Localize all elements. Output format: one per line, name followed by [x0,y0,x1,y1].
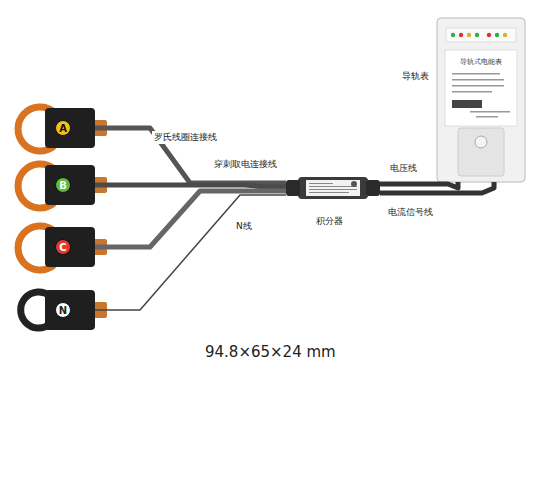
meter-title: 导轨式电能表 [460,57,502,67]
cable-label: 罗氏线圈连接线 [152,131,219,144]
integrator-box: 积分器 [286,177,380,199]
rail-meter-body [437,18,525,182]
cable [95,185,286,187]
rail-meter: 导轨式电能表导轨表 [437,18,525,182]
cable [380,182,494,193]
phase-letter: B [55,177,71,193]
part-name: 积分器 [314,215,345,228]
clamp-body: N [45,290,95,330]
phase-letter: A [55,120,71,136]
phase-letter: C [55,239,71,255]
clamp-body: A [45,108,95,148]
dimension: 94.8×65×24 mm [203,343,338,362]
cable [95,128,286,183]
cable [95,195,286,310]
clamp-body: C [45,227,95,267]
cable-label: N线 [234,220,254,233]
cable-label: 穿刺取电连接线 [212,158,279,171]
cable [380,182,458,188]
cable [95,191,286,247]
integrator-body [286,177,380,199]
clamp-body: B [45,165,95,205]
phase-letter: N [55,302,71,318]
connector-tip [93,120,107,318]
cable-label: 电流信号线 [386,206,435,218]
cable-label: 电压线 [388,162,419,174]
part-name: 导轨表 [402,70,429,83]
